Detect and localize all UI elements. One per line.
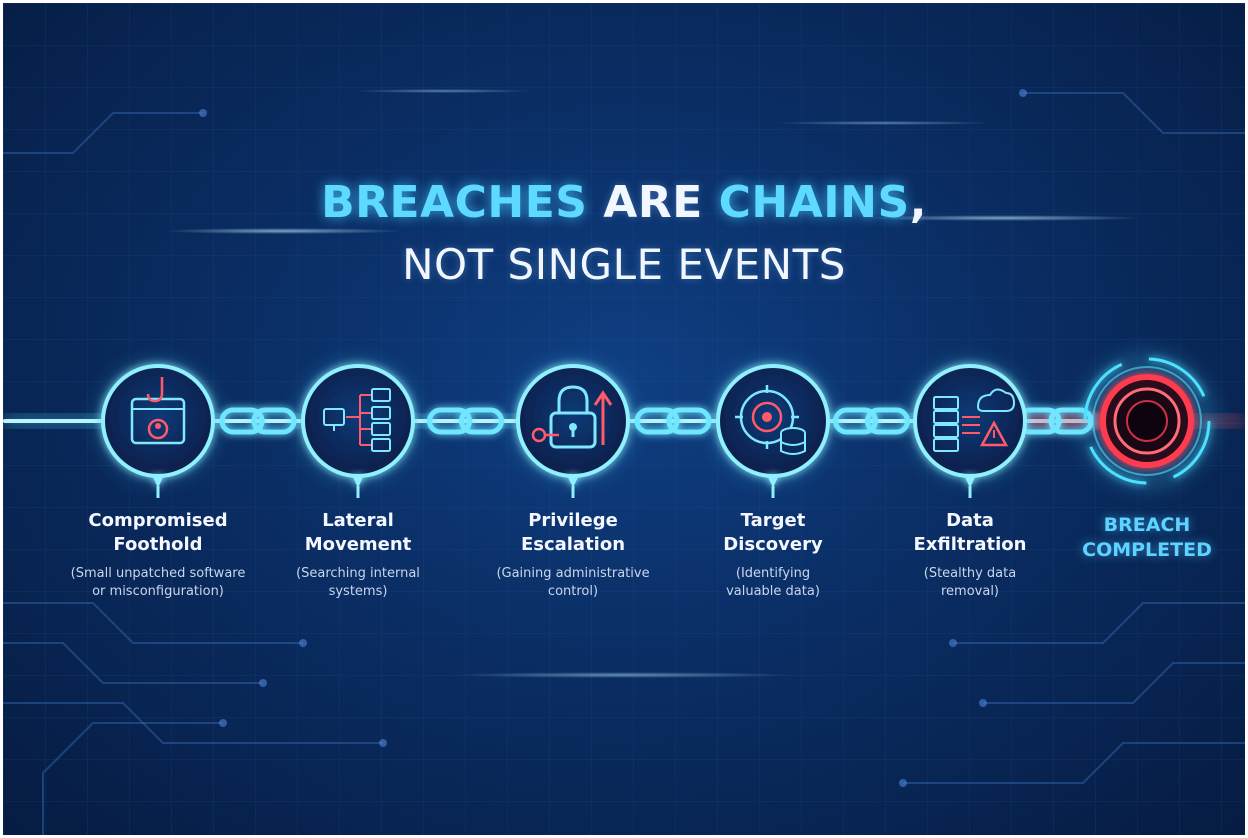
stage-title-line-1: Data <box>946 510 994 531</box>
phishing-hook-icon <box>130 377 186 445</box>
stage-label: Lateral Movement (Searching internal sys… <box>253 509 463 601</box>
final-breach-line-2: COMPLETED <box>1082 539 1212 561</box>
stage-title: Lateral Movement <box>253 509 463 557</box>
headline-comma: , <box>909 177 927 228</box>
chain-link <box>219 407 297 435</box>
stage-description-line-2: systems) <box>328 584 388 599</box>
final-breach-line-1: BREACH <box>1103 514 1191 536</box>
stage-description-line-2: or misconfiguration) <box>92 584 224 599</box>
headline-line-1: BREACHES ARE CHAINS, <box>3 173 1245 233</box>
stage-label: Compromised Foothold (Small unpatched so… <box>53 509 263 601</box>
stage-description: (Stealthy data removal) <box>865 565 1075 601</box>
chain-link <box>833 407 910 435</box>
target-database-icon <box>735 385 806 455</box>
stage-description-line-1: (Stealthy data <box>923 566 1017 581</box>
stage-description: (Small unpatched software or misconfigur… <box>53 565 263 601</box>
stage-description: (Searching internal systems) <box>253 565 463 601</box>
headline-line-2: NOT SINGLE EVENTS <box>402 240 846 289</box>
stage-title-line-2: Discovery <box>723 534 823 555</box>
stage-title-line-1: Privilege <box>528 510 618 531</box>
stage-description-line-2: valuable data) <box>726 584 820 599</box>
stage-node <box>909 360 1031 498</box>
final-breach-label: BREACH COMPLETED <box>1047 513 1245 563</box>
red-breach-ring-icon <box>1077 351 1217 491</box>
stage-title-line-1: Compromised <box>88 510 228 531</box>
stage-node <box>297 360 419 498</box>
stage-description-line-1: (Gaining administrative <box>496 566 650 581</box>
headline-word-are: ARE <box>603 177 703 228</box>
headline-word-breaches: BREACHES <box>321 177 588 228</box>
headline-word-chains: CHAINS <box>718 177 910 228</box>
stage-description-line-2: removal) <box>940 584 1000 599</box>
stage-description-line-1: (Searching internal <box>296 566 420 581</box>
breach-chain-diagram <box>3 351 1245 498</box>
stage-title: Privilege Escalation <box>468 509 678 557</box>
stage-node <box>712 360 834 498</box>
stage-title-line-2: Escalation <box>520 534 626 555</box>
stage-label: Privilege Escalation (Gaining administra… <box>468 509 678 601</box>
stage-node <box>512 360 634 498</box>
stage-description-line-1: (Identifying <box>735 566 811 581</box>
stage-node <box>97 360 219 498</box>
stage-description-line-2: control) <box>547 584 599 599</box>
stage-label: Target Discovery (Identifying valuable d… <box>668 509 878 601</box>
server-cloud-alert-icon <box>933 388 1016 452</box>
infographic-canvas: BREACHES ARE CHAINS, NOT SINGLE EVENTS <box>3 3 1245 835</box>
stage-title-line-1: Target <box>740 510 806 531</box>
chain-link <box>427 407 504 435</box>
stage-title-line-2: Movement <box>304 534 412 555</box>
stage-title: Compromised Foothold <box>53 509 263 557</box>
stage-label: Data Exfiltration (Stealthy data removal… <box>865 509 1075 601</box>
headline: BREACHES ARE CHAINS, NOT SINGLE EVENTS <box>3 173 1245 295</box>
stage-title-line-1: Lateral <box>322 510 394 531</box>
stage-description-line-1: (Small unpatched software <box>70 566 246 581</box>
stage-title: Target Discovery <box>668 509 878 557</box>
padlock-key-icon <box>531 385 613 449</box>
stage-description: (Identifying valuable data) <box>668 565 878 601</box>
chain-link <box>634 407 712 435</box>
stage-title-line-2: Foothold <box>113 534 203 555</box>
stage-title: Data Exfiltration <box>865 509 1075 557</box>
stage-description: (Gaining administrative control) <box>468 565 678 601</box>
network-servers-icon <box>323 388 391 452</box>
stage-title-line-2: Exfiltration <box>913 534 1027 555</box>
